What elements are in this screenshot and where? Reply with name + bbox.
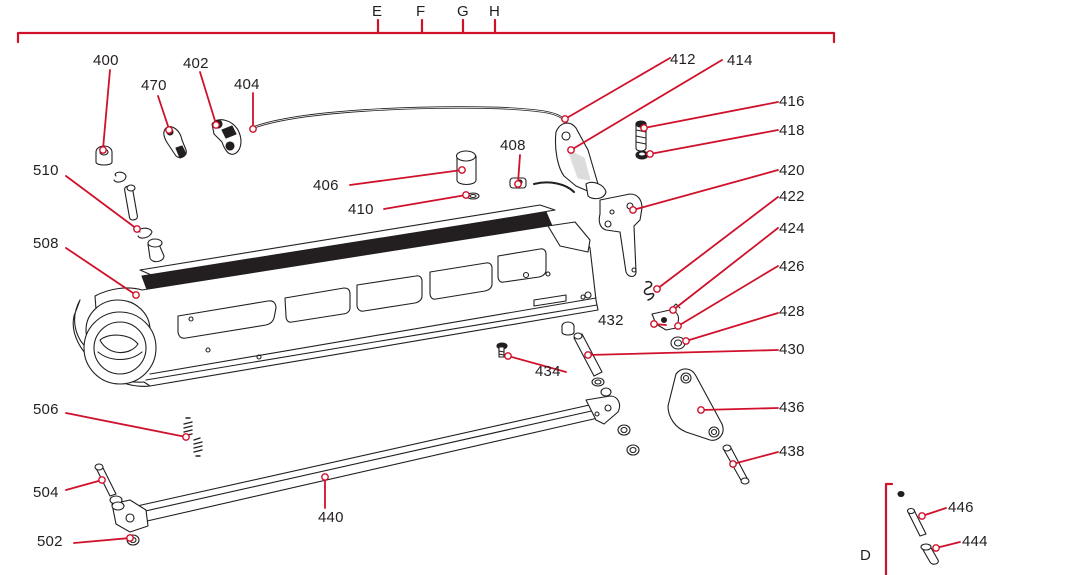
callout-404: 404: [234, 76, 260, 93]
callout-432: 432: [598, 312, 624, 329]
part-470-lever: [163, 126, 187, 159]
callout-408: 408: [500, 137, 526, 154]
callout-400: 400: [93, 52, 119, 69]
part-420-clamp: [598, 193, 643, 278]
callout-414: 414: [727, 52, 753, 69]
callout-416: 416: [779, 93, 805, 110]
callout-440: 440: [318, 509, 344, 526]
cable-end: [533, 181, 575, 193]
part-440-bar: [111, 387, 640, 533]
callout-438: 438: [779, 443, 805, 460]
frame-windows: [177, 248, 567, 339]
callout-430: 430: [779, 341, 805, 358]
part-414-bracket: [554, 122, 607, 200]
callout-410: 410: [348, 201, 374, 218]
callout-412: 412: [670, 51, 696, 68]
callout-504: 504: [33, 484, 59, 501]
callout-446: 446: [948, 499, 974, 516]
part-422-spring: [643, 280, 655, 301]
header-letter-f: F: [416, 3, 426, 20]
callout-510: 510: [33, 162, 59, 179]
callout-424: 424: [779, 220, 805, 237]
callout-402: 402: [183, 55, 209, 72]
header-letter-e: E: [372, 3, 383, 20]
part-444-bushing: [920, 543, 939, 565]
callout-428: 428: [779, 303, 805, 320]
inset-bracket: [884, 482, 894, 575]
inset-letter-d: D: [860, 547, 871, 564]
callout-leaders: [65, 57, 961, 549]
callout-470: 470: [141, 77, 167, 94]
part-418-nut: [635, 150, 649, 160]
part-434-screw: [496, 342, 508, 358]
callout-420: 420: [779, 162, 805, 179]
part-504-pin: [94, 463, 125, 511]
part-506-springs: [183, 417, 203, 457]
cable: [250, 106, 568, 130]
header-letter-g: G: [457, 3, 469, 20]
part-400-stack: [95, 145, 165, 263]
part-436-plate: [667, 368, 724, 441]
callout-426: 426: [779, 258, 805, 275]
header-bracket: [16, 18, 836, 44]
callout-434: 434: [535, 363, 561, 380]
part-406-bushing: [455, 150, 480, 200]
callout-422: 422: [779, 188, 805, 205]
part-446-pin: [897, 490, 927, 537]
callout-508: 508: [33, 235, 59, 252]
main-frame: [72, 204, 599, 387]
callout-406: 406: [313, 177, 339, 194]
callout-436: 436: [779, 399, 805, 416]
header-letter-h: H: [489, 3, 500, 20]
callout-506: 506: [33, 401, 59, 418]
callout-502: 502: [37, 533, 63, 550]
callout-444: 444: [962, 533, 988, 550]
callout-endpoints: [98, 115, 940, 552]
callout-418: 418: [779, 122, 805, 139]
